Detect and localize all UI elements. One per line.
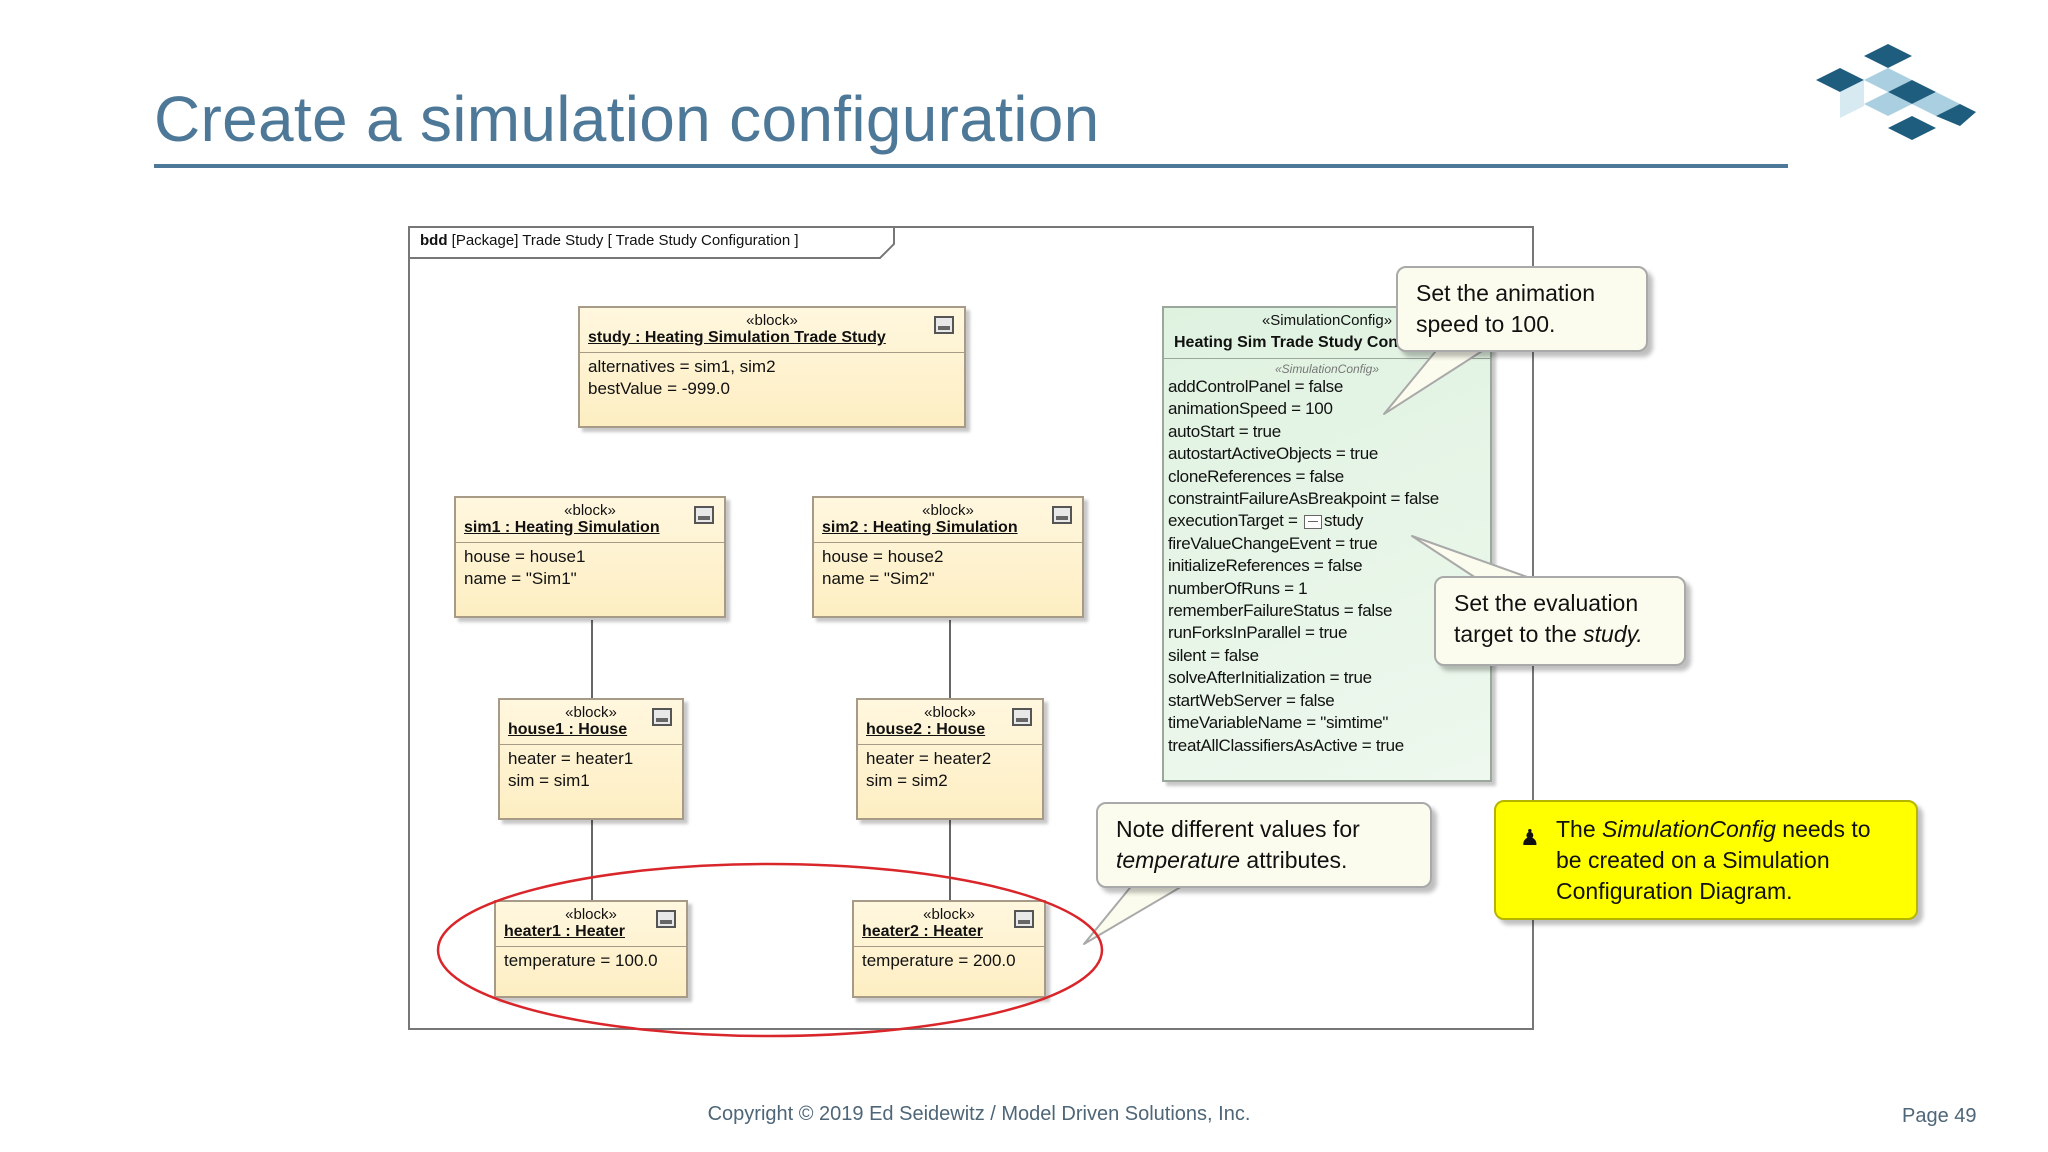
warning-icon: ♟ (1520, 825, 1540, 850)
page-number: Page 49 (1902, 1105, 1977, 1127)
copyright-text: Copyright © 2019 Ed Seidewitz / Model Dr… (707, 1103, 1251, 1125)
config-attribute: autoStart = true (1168, 421, 1281, 441)
company-logo (1816, 44, 1976, 140)
callout-text: Note different values for (1116, 816, 1360, 842)
block-attribute: name = "Sim1" (464, 569, 577, 588)
config-attribute: silent = false (1168, 645, 1259, 665)
simulation-config-block[interactable]: «SimulationConfig» Heating Sim Trade Stu… (1162, 306, 1492, 782)
config-attribute: runForksInParallel = true (1168, 623, 1348, 643)
config-attribute: solveAfterInitialization = true (1168, 668, 1372, 688)
compartment-icon (1012, 708, 1032, 726)
config-attribute-label: executionTarget = (1168, 511, 1302, 531)
house1-block[interactable]: «block» house1 : House heater = heater1 … (498, 698, 684, 820)
note-text: The (1556, 816, 1603, 842)
config-attribute: cloneReferences = false (1168, 466, 1344, 486)
config-attribute: constraintFailureAsBreakpoint = false (1168, 489, 1439, 509)
block-name: study : Heating Simulation Trade Study (588, 329, 886, 346)
block-stereotype: «SimulationConfig» (1261, 312, 1393, 329)
block-attribute: alternatives = sim1, sim2 (588, 357, 776, 376)
config-attribute: startWebServer = false (1168, 690, 1335, 710)
compartment-icon (1014, 910, 1034, 928)
title-rule (154, 164, 1788, 168)
heater1-block[interactable]: «block» heater1 : Heater temperature = 1… (494, 900, 688, 998)
config-attribute: animationSpeed = 100 (1168, 399, 1333, 419)
block-stereotype: «block» (922, 502, 974, 519)
block-name: Heating Sim Trade Study Config (1174, 334, 1418, 351)
compartment-icon (652, 708, 672, 726)
callout-text: Set the animation speed to 100. (1416, 280, 1596, 337)
block-attribute: bestValue = -999.0 (588, 379, 730, 398)
heater2-block[interactable]: «block» heater2 : Heater temperature = 2… (852, 900, 1046, 998)
compartment-icon (694, 506, 714, 524)
slide-title: Create a simulation configuration (154, 83, 1100, 155)
block-attribute: name = "Sim2" (822, 569, 935, 588)
block-attribute: house = house2 (822, 547, 944, 566)
compartment-icon (934, 316, 954, 334)
sub-stereotype: «SimulationConfig» (1274, 362, 1380, 376)
logo-tile (1864, 44, 1912, 68)
instance-icon (1304, 514, 1322, 529)
config-attribute: rememberFailureStatus = false (1168, 601, 1393, 621)
block-name: house1 : House (508, 721, 628, 738)
house2-block[interactable]: «block» house2 : House heater = heater2 … (856, 698, 1044, 820)
block-attribute: heater = heater2 (866, 749, 992, 768)
config-attribute: initializeReferences = false (1168, 556, 1363, 576)
block-attribute: sim = sim2 (866, 771, 948, 790)
block-attribute: sim = sim1 (508, 771, 590, 790)
logo-tile (1888, 116, 1936, 140)
config-attribute-execution-target: executionTarget = study (1164, 510, 1490, 532)
config-attribute: numberOfRuns = 1 (1168, 578, 1308, 598)
callout-italic: temperature (1116, 847, 1241, 873)
callout-text-line2: temperature attributes. (1116, 845, 1412, 876)
config-attribute: treatAllClassifiersAsActive = true (1168, 735, 1404, 755)
block-name: sim2 : Heating Simulation (822, 519, 1018, 536)
sim2-block[interactable]: «block» sim2 : Heating Simulation house … (812, 496, 1084, 618)
config-attribute-value: study (1324, 511, 1364, 531)
note-italic: SimulationConfig (1602, 816, 1776, 842)
callout-evaluation-target: Set the evaluation target to the study. (1434, 576, 1686, 666)
block-attribute: heater = heater1 (508, 749, 634, 768)
config-attribute: addControlPanel = false (1168, 377, 1344, 396)
logo-tile (1840, 80, 1864, 118)
logo-tile (1936, 104, 1976, 126)
config-attributes: addControlPanel = false animationSpeed =… (1164, 376, 1490, 757)
compartment-icon (656, 910, 676, 928)
config-attribute: fireValueChangeEvent = true (1168, 533, 1378, 553)
block-name: sim1 : Heating Simulation (464, 519, 660, 536)
frame-name: [Package] Trade Study [ Trade Study Conf… (451, 232, 799, 249)
simulationconfig-note: ♟ The SimulationConfig needs to be creat… (1494, 800, 1918, 920)
block-name: house2 : House (866, 721, 986, 738)
block-stereotype: «block» (564, 502, 616, 519)
note-text: needs to be created on a Simulation Conf… (1556, 816, 1871, 904)
block-stereotype: «block» (924, 704, 976, 721)
config-attribute: autostartActiveObjects = true (1168, 444, 1379, 464)
callout-text: Set the evaluation target to the (1454, 590, 1639, 647)
callout-animation-speed: Set the animation speed to 100. (1396, 266, 1648, 352)
frame-tab (410, 228, 895, 259)
callout-temperature-note: Note different values for temperature at… (1096, 802, 1432, 888)
block-attribute: house = house1 (464, 547, 586, 566)
frame-kind: bdd (420, 232, 448, 249)
callout-italic: study. (1583, 621, 1643, 647)
block-stereotype: «block» (746, 312, 798, 329)
sim1-block[interactable]: «block» sim1 : Heating Simulation house … (454, 496, 726, 618)
compartment-icon (1052, 506, 1072, 524)
frame-label: bdd [Package] Trade Study [ Trade Study … (420, 232, 799, 249)
config-attribute: timeVariableName = "simtime" (1168, 713, 1389, 733)
study-block[interactable]: «block» study : Heating Simulation Trade… (578, 306, 966, 428)
logo-tile (1864, 92, 1912, 116)
block-attribute: temperature = 100.0 (504, 951, 658, 970)
block-stereotype: «block» (565, 704, 617, 721)
copyright-footer: Copyright © 2019 Ed Seidewitz / Model Dr… (0, 1103, 2048, 1126)
callout-text: attributes. (1240, 847, 1348, 873)
block-attribute: temperature = 200.0 (862, 951, 1016, 970)
